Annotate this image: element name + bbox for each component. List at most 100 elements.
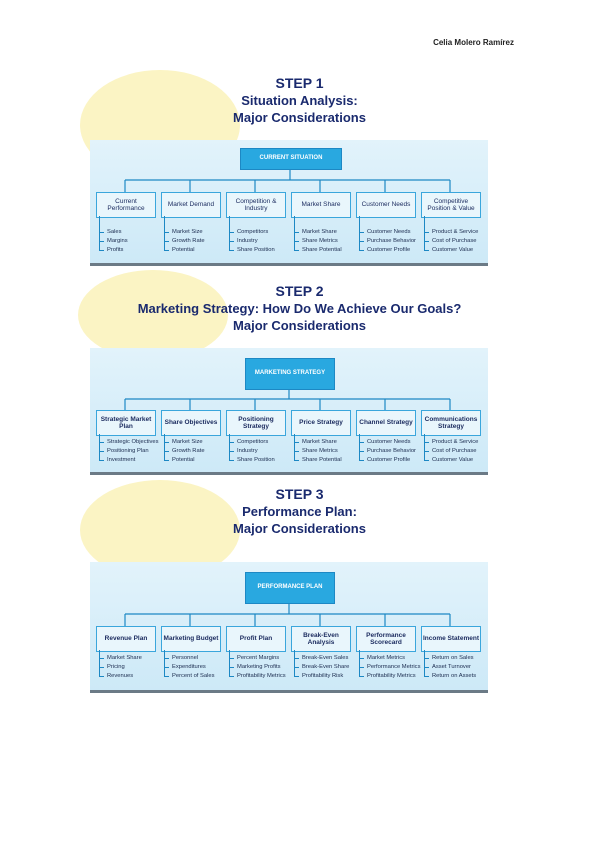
item-text: Product & Service — [424, 438, 478, 447]
item-text: Product & Service — [424, 228, 478, 237]
item-text: Asset Turnover — [424, 663, 476, 672]
item-text: Break-Even Sales — [294, 654, 349, 663]
item-text: Return on Assets — [424, 672, 476, 681]
step-subheading: Major Considerations — [233, 318, 366, 333]
item-text: Customer Profile — [359, 246, 416, 255]
item-rail — [99, 434, 100, 460]
root-node: PERFORMANCE PLAN — [245, 572, 335, 604]
item-rail — [229, 216, 230, 250]
category-node: Customer Needs — [356, 192, 416, 218]
author-name: Celia Molero Ramírez — [433, 38, 514, 47]
item-text: Customer Value — [424, 456, 478, 465]
item-text: Personnel — [164, 654, 215, 663]
category-node: Channel Strategy — [356, 410, 416, 436]
step-heading: Marketing Strategy: How Do We Achieve Ou… — [137, 301, 462, 316]
category-node: Profit Plan — [226, 626, 286, 652]
item-text: Market Share — [294, 438, 342, 447]
item-text: Percent Margins — [229, 654, 286, 663]
category-node: Share Objectives — [161, 410, 221, 436]
item-rail — [229, 650, 230, 676]
step-subheading: Major Considerations — [233, 110, 366, 125]
item-text: Positioning Plan — [99, 447, 159, 456]
category-node: Communications Strategy — [421, 410, 481, 436]
item-text: Pricing — [99, 663, 142, 672]
item-text: Growth Rate — [164, 447, 205, 456]
category-node: Current Performance — [96, 192, 156, 218]
item-text: Expenditures — [164, 663, 215, 672]
item-text: Strategic Objectives — [99, 438, 159, 447]
item-text: Profitability Metrics — [229, 672, 286, 681]
item-rail — [359, 650, 360, 676]
item-text: Break-Even Share — [294, 663, 349, 672]
item-text: Margins — [99, 237, 128, 246]
category-node: Market Demand — [161, 192, 221, 218]
item-text: Cost of Purchase — [424, 447, 478, 456]
item-text: Marketing Profits — [229, 663, 286, 672]
item-text: Customer Needs — [359, 228, 416, 237]
step-label: STEP 3 — [275, 486, 324, 502]
item-text: Profits — [99, 246, 128, 255]
category-node: Break-Even Analysis — [291, 626, 351, 652]
item-text: Profitability Risk — [294, 672, 349, 681]
category-node: Competition & Industry — [226, 192, 286, 218]
item-rail — [294, 216, 295, 250]
category-node: Revenue Plan — [96, 626, 156, 652]
step-heading: Situation Analysis: — [241, 93, 358, 108]
category-node: Competitive Position & Value — [421, 192, 481, 218]
item-text: Share Position — [229, 246, 275, 255]
item-text: Market Size — [164, 228, 205, 237]
root-node: CURRENT SITUATION — [240, 148, 342, 170]
item-text: Sales — [99, 228, 128, 237]
item-rail — [99, 650, 100, 676]
step-heading: Performance Plan: — [242, 504, 357, 519]
item-rail — [359, 434, 360, 460]
item-rail — [424, 434, 425, 460]
connector-lines — [124, 168, 451, 192]
connector-lines — [124, 602, 451, 626]
step-2-title: STEP 2 Marketing Strategy: How Do We Ach… — [0, 283, 599, 334]
item-rail — [294, 434, 295, 460]
item-text: Competitors — [229, 228, 275, 237]
item-text: Industry — [229, 237, 275, 246]
item-text: Competitors — [229, 438, 275, 447]
category-node: Market Share — [291, 192, 351, 218]
category-node: Positioning Strategy — [226, 410, 286, 436]
item-text: Return on Sales — [424, 654, 476, 663]
decorative-yellow-blob — [78, 270, 228, 360]
step-1-title: STEP 1 Situation Analysis: Major Conside… — [0, 75, 599, 126]
item-text: Growth Rate — [164, 237, 205, 246]
step-label: STEP 1 — [275, 75, 324, 91]
item-text: Profitability Metrics — [359, 672, 420, 681]
item-rail — [294, 650, 295, 676]
item-text: Percent of Sales — [164, 672, 215, 681]
connector-lines — [124, 388, 451, 410]
item-text: Investment — [99, 456, 159, 465]
item-text: Revenues — [99, 672, 142, 681]
item-rail — [424, 650, 425, 676]
step-subheading: Major Considerations — [233, 521, 366, 536]
item-rail — [164, 650, 165, 676]
item-text: Customer Value — [424, 246, 478, 255]
item-text: Market Share — [99, 654, 142, 663]
item-text: Purchase Behavior — [359, 237, 416, 246]
item-rail — [164, 434, 165, 460]
item-text: Potential — [164, 246, 205, 255]
item-rail — [229, 434, 230, 460]
